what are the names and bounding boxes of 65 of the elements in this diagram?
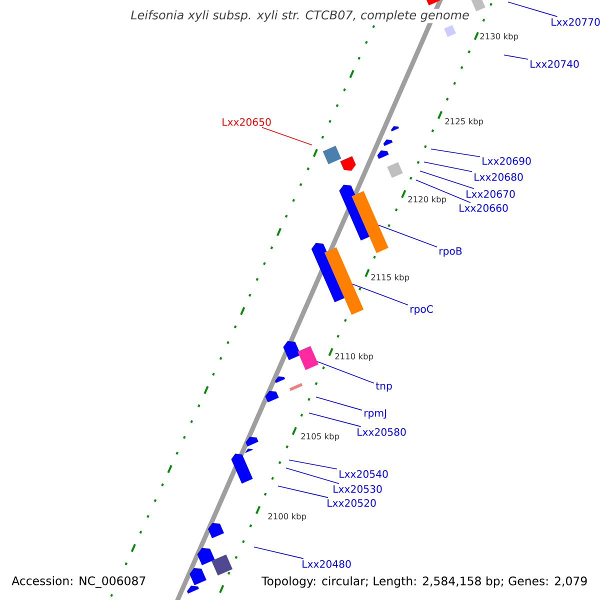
gene-label: Lxx20670 [466, 190, 515, 198]
scale-label: 2125 kbp [445, 118, 484, 126]
gene-block [197, 548, 215, 566]
gene-block [208, 522, 224, 538]
info-text: Accession: NC_006087 [10, 574, 148, 590]
leader-line [424, 162, 472, 172]
gene-block [391, 126, 399, 132]
scale-label: 2105 kbp [301, 433, 340, 441]
leader-line [430, 148, 480, 158]
gene-box [324, 247, 364, 315]
scale-label: 2130 kbp [480, 33, 518, 41]
scale-label: 2120 kbp [408, 196, 446, 204]
gene-label: rpoB [440, 247, 462, 257]
gene-box [352, 190, 388, 254]
gene-block [246, 436, 258, 446]
info-text: Topology: circular; Length: 2,584,158 bp; Genes: 2,079 [260, 575, 589, 590]
gene-label: Lxx20690 [482, 157, 531, 165]
title: Leifsonia xyli subsp. xyli str. CTCB07, complete genome [129, 8, 471, 24]
leader-line [420, 170, 474, 189]
scale-label: 2110 kbp [335, 353, 374, 361]
scale-label: 2100 kbp [268, 513, 306, 521]
gene-block [426, 0, 440, 6]
gene-box [470, 0, 486, 12]
gene-label: tnp [376, 382, 392, 392]
gene-label: Lxx20480 [302, 560, 351, 568]
gene-label: Lxx20770 [552, 18, 600, 26]
scale-label: 2115 kbp [371, 274, 410, 282]
gene-label: rpoC [410, 305, 433, 315]
gene-block [340, 156, 356, 171]
gene-label: Lxx20530 [334, 485, 382, 493]
gene-box [289, 383, 303, 391]
gene-block [187, 586, 199, 594]
leader-line [508, 2, 558, 17]
gene-label: Lxx20740 [530, 60, 579, 68]
gene-label: Lxx20540 [340, 470, 388, 478]
gene-label: Lxx20520 [328, 499, 376, 507]
gene-label: Lxx20660 [460, 204, 508, 212]
leader-line [288, 460, 338, 470]
leader-line [278, 486, 328, 498]
gene-block [274, 376, 286, 383]
leader-line [262, 127, 312, 146]
leader-line [316, 361, 374, 384]
gene-block [231, 454, 253, 484]
leader-line [254, 546, 304, 559]
leader-line [316, 396, 362, 411]
gene-label: rpmJ [364, 409, 386, 419]
gene-label: Lxx20650 [222, 118, 271, 126]
gene-block [265, 390, 279, 402]
leader-line [352, 284, 408, 306]
gene-box [444, 25, 456, 37]
gene-label: Lxx20580 [358, 428, 406, 436]
gene-box [211, 554, 233, 576]
gene-block [245, 448, 253, 453]
leader-line [416, 180, 471, 203]
leader-line [286, 468, 340, 484]
gene-block [283, 341, 301, 360]
gene-box [298, 346, 318, 370]
gene-block [377, 150, 389, 159]
leader-line [308, 412, 362, 427]
gene-block [383, 139, 393, 146]
gene-label: Lxx20680 [474, 173, 523, 181]
gene-box [322, 146, 342, 164]
gene-box [387, 162, 403, 178]
leader-line [504, 54, 528, 60]
leader-line [378, 224, 438, 248]
